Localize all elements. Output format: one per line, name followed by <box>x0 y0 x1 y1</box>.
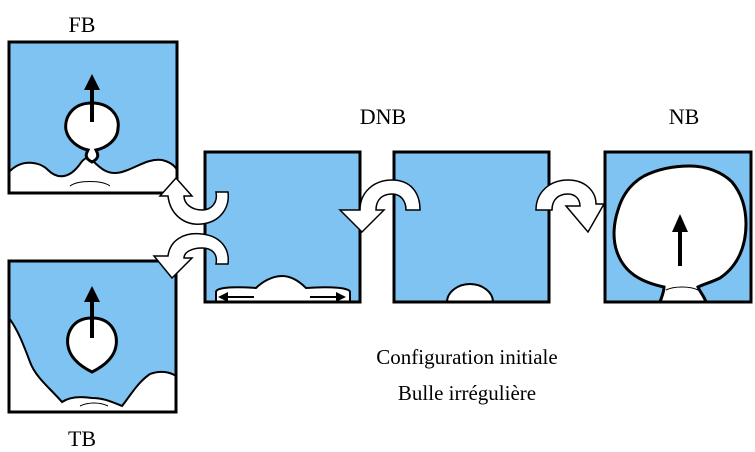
fb-frame <box>7 40 179 195</box>
panel-dnb-spreading <box>203 150 362 304</box>
nb-bubble-neck <box>665 286 699 291</box>
label-tb: TB <box>68 426 96 451</box>
panel-fb <box>7 40 179 195</box>
fb-vapor-film <box>8 156 178 194</box>
dnb-spreading-film <box>215 274 351 303</box>
panel-tb <box>7 259 178 414</box>
transition-arrow-dnb <box>338 179 421 234</box>
panel-nb <box>603 150 753 304</box>
tb-bubble <box>66 316 118 374</box>
tb-frame <box>7 259 178 414</box>
initial-frame <box>392 150 551 304</box>
nb-frame <box>603 150 753 304</box>
fb-bubble <box>64 101 120 164</box>
caption-initial-configuration: Configuration initiale <box>376 345 557 369</box>
transition-arrow-tb <box>152 232 229 280</box>
caption-irregular-bubble: Bulle irrégulière <box>398 381 536 405</box>
spread-left-arrow-head <box>218 292 228 302</box>
label-dnb: DNB <box>360 104 406 129</box>
spread-right-arrow-head <box>336 292 346 302</box>
fb-film-crest <box>69 181 111 187</box>
nb-rise-arrow-head <box>672 214 688 232</box>
label-nb: NB <box>669 104 700 129</box>
transition-arrow-fb <box>158 176 229 225</box>
tb-rise-arrow-head <box>84 286 100 302</box>
fb-rise-arrow-head <box>84 74 100 90</box>
label-fb: FB <box>69 12 96 37</box>
transition-arrow-nb <box>535 179 606 234</box>
tb-vapor-film <box>8 314 177 413</box>
initial-liquid <box>394 152 549 302</box>
panel-initial-configuration <box>392 150 551 304</box>
tb-film-crest <box>79 402 109 407</box>
initial-bubble-nucleus <box>445 282 495 303</box>
